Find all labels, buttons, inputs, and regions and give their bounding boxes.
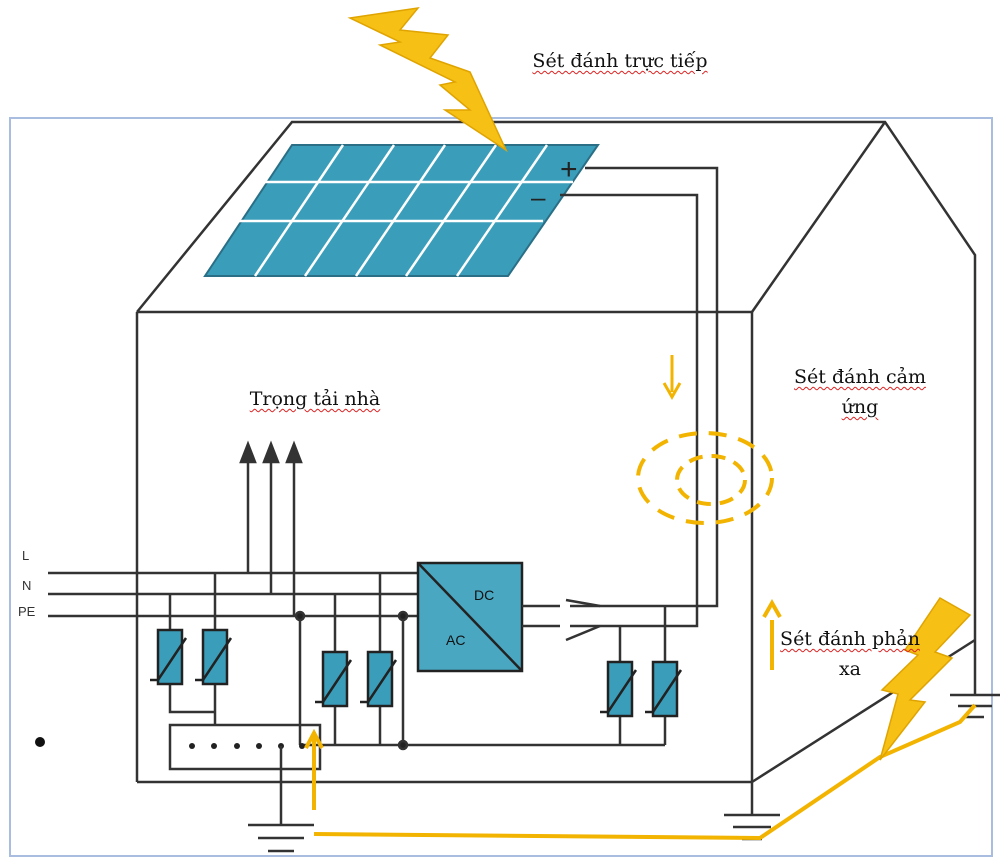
reflected-lightning-bolt <box>879 597 972 761</box>
ground-symbol <box>248 823 314 853</box>
reflected-surge-path <box>304 598 977 841</box>
wire-label-L: L <box>22 548 29 563</box>
panel-minus-sign: – <box>531 182 546 212</box>
varistor <box>315 650 353 708</box>
home-load-arrows <box>239 440 303 616</box>
mains-wires <box>48 571 418 618</box>
dc-disconnect-switch <box>522 598 601 642</box>
house-outline <box>135 120 977 784</box>
varistor <box>360 650 398 708</box>
dc-spd-group <box>618 606 667 745</box>
direct-strike-label: Sét đánh trực tiếp <box>532 50 708 72</box>
varistor <box>195 628 233 686</box>
bullet-dot <box>35 737 45 747</box>
direct-lightning-bolt <box>347 6 508 153</box>
dc-cables <box>560 166 719 628</box>
induced-strike-line2: ứng <box>841 396 879 418</box>
solar-panel: + – <box>203 144 600 277</box>
wire-label-N: N <box>22 578 31 593</box>
inverter-dc-label: DC <box>474 587 494 603</box>
wire-label-PE: PE <box>18 604 36 619</box>
induced-strike-label: Sét đánh cảm ứng <box>775 362 945 422</box>
home-load-label: Trọng tải nhà <box>249 388 381 410</box>
induced-surge-indicator <box>636 355 774 525</box>
frame <box>9 117 993 857</box>
incoming-spd-group <box>168 573 217 725</box>
panel-plus-sign: + <box>560 153 578 186</box>
varistor <box>645 660 683 718</box>
surge-protectors <box>150 628 683 718</box>
inverter: DC AC <box>416 561 524 673</box>
ac-spd-group <box>294 573 665 751</box>
earthing-bar <box>168 723 322 825</box>
varistor <box>150 628 188 686</box>
reflected-strike-line2: xa <box>838 658 862 680</box>
reflected-strike-label: Sét đánh phản xa <box>765 624 935 684</box>
reflected-strike-line1: Sét đánh phản <box>780 628 920 650</box>
induced-strike-line1: Sét đánh cảm <box>794 366 926 388</box>
inverter-ac-label: AC <box>446 632 465 648</box>
varistor <box>600 660 638 718</box>
